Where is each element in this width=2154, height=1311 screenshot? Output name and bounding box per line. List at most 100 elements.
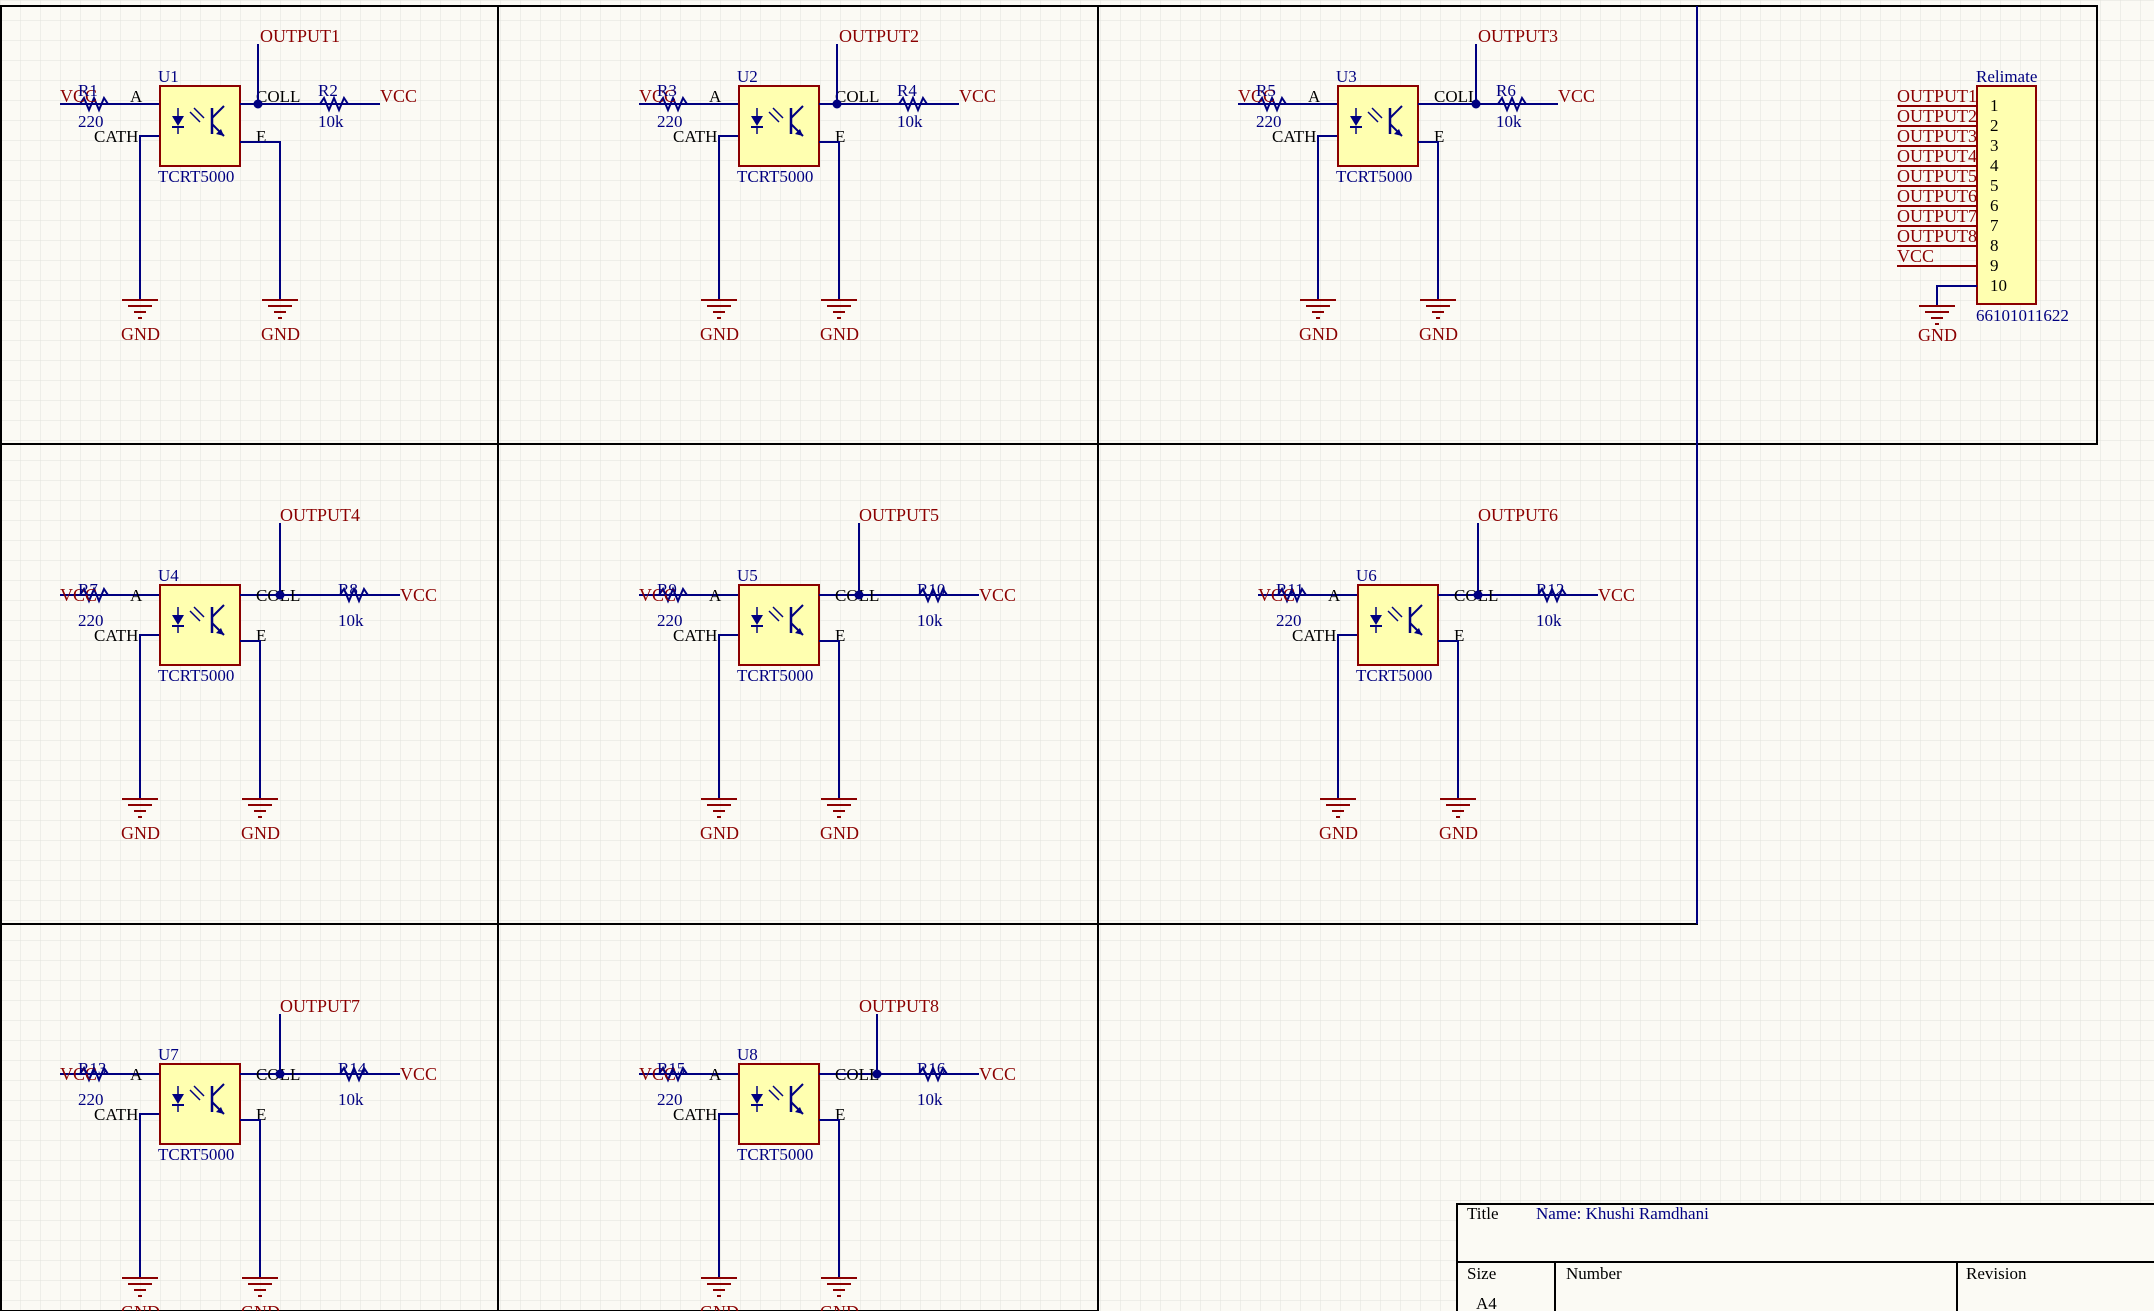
- output-resistor-ref: R12: [1536, 580, 1564, 599]
- connector-net-label: OUTPUT2: [1897, 106, 1977, 126]
- ground-symbol-left: [701, 1277, 737, 1297]
- connector-pin: 3: [1990, 136, 1999, 155]
- pin-a-label: A: [709, 87, 722, 106]
- supply-out-label: VCC: [979, 1064, 1016, 1084]
- output-resistor-ref: R8: [338, 580, 358, 599]
- connector-pin: 9: [1990, 256, 1999, 275]
- led-icon: [172, 1094, 184, 1104]
- ref-designator: U6: [1356, 566, 1377, 585]
- supply-in-label: VCC: [60, 86, 97, 106]
- gnd-label-right: GND: [241, 1302, 280, 1311]
- output-resistor-value: 10k: [1536, 611, 1562, 630]
- supply-out-label: VCC: [959, 86, 996, 106]
- pin-coll-label: COLL: [256, 87, 300, 106]
- pin-cath-label: CATH: [673, 626, 717, 645]
- output-resistor-ref: R6: [1496, 81, 1516, 100]
- pin-e-label: E: [835, 1105, 845, 1124]
- junction-dot: [275, 1069, 285, 1079]
- output-net-label: OUTPUT8: [859, 996, 939, 1016]
- ground-symbol-left: [122, 798, 158, 818]
- output-net-label: OUTPUT6: [1478, 505, 1558, 525]
- gnd-label-left: GND: [700, 1302, 739, 1311]
- output-net-label: OUTPUT7: [280, 996, 360, 1016]
- output-resistor-ref: R2: [318, 81, 338, 100]
- output-resistor-value: 10k: [897, 112, 923, 131]
- part-name: TCRT5000: [158, 1145, 234, 1164]
- output-resistor-ref: R14: [338, 1059, 367, 1078]
- ground-symbol-left: [701, 798, 737, 818]
- ground-symbol-left: [1300, 299, 1336, 319]
- output-resistor-value: 10k: [917, 611, 943, 630]
- connector-net-label: OUTPUT8: [1897, 226, 1977, 246]
- input-resistor-value: 220: [78, 611, 104, 630]
- gnd-label-right: GND: [241, 823, 280, 843]
- output-resistor-value: 10k: [338, 1090, 364, 1109]
- input-resistor-value: 220: [1256, 112, 1282, 131]
- title-value: Name: Khushi Ramdhani: [1536, 1204, 1709, 1223]
- part-name: TCRT5000: [158, 167, 234, 186]
- ground-symbol-right: [821, 1277, 857, 1297]
- title-label: Title: [1467, 1204, 1499, 1223]
- pin-cath-label: CATH: [94, 626, 138, 645]
- supply-out-label: VCC: [979, 585, 1016, 605]
- led-icon: [172, 116, 184, 126]
- connector-net-label: OUTPUT4: [1897, 146, 1977, 166]
- output-net-label: OUTPUT4: [280, 505, 360, 525]
- supply-out-label: VCC: [380, 86, 417, 106]
- part-name: TCRT5000: [737, 167, 813, 186]
- ref-designator: U1: [158, 67, 179, 86]
- ref-designator: U3: [1336, 67, 1357, 86]
- connector-net-label: VCC: [1897, 246, 1934, 266]
- input-resistor-value: 220: [1276, 611, 1302, 630]
- output-net-label: OUTPUT1: [260, 26, 340, 46]
- output-net-label: OUTPUT2: [839, 26, 919, 46]
- connector-pin: 1: [1990, 96, 1999, 115]
- gnd-label-left: GND: [700, 823, 739, 843]
- supply-in-label: VCC: [60, 1064, 97, 1084]
- part-name: TCRT5000: [737, 1145, 813, 1164]
- connector-part-number: 66101011622: [1976, 306, 2069, 325]
- pin-e-label: E: [1454, 626, 1464, 645]
- gnd-label-left: GND: [121, 823, 160, 843]
- junction-dot: [1473, 590, 1483, 600]
- input-resistor-value: 220: [78, 1090, 104, 1109]
- junction-dot: [872, 1069, 882, 1079]
- relimate-connector: Relimate 66101011622 1 2 3 4 5 6 7 8 9 1…: [1897, 67, 2069, 345]
- connector-name: Relimate: [1976, 67, 2037, 86]
- pin-cath-label: CATH: [673, 127, 717, 146]
- gnd-label-right: GND: [820, 823, 859, 843]
- ground-symbol-right: [1420, 299, 1456, 319]
- pin-e-label: E: [835, 127, 845, 146]
- connector-net-label: OUTPUT5: [1897, 166, 1977, 186]
- ref-designator: U4: [158, 566, 179, 585]
- gnd-label-left: GND: [121, 324, 160, 344]
- junction-dot: [253, 99, 263, 109]
- ground-symbol: [1919, 305, 1955, 325]
- ref-designator: U2: [737, 67, 758, 86]
- pin-a-label: A: [709, 586, 722, 605]
- gnd-label-right: GND: [820, 324, 859, 344]
- supply-in-label: VCC: [1258, 585, 1295, 605]
- supply-out-label: VCC: [400, 1064, 437, 1084]
- pin-cath-label: CATH: [94, 127, 138, 146]
- gnd-label-right: GND: [261, 324, 300, 344]
- output-resistor-value: 10k: [1496, 112, 1522, 131]
- pin-cath-label: CATH: [673, 1105, 717, 1124]
- input-resistor-value: 220: [78, 112, 104, 131]
- led-icon: [1350, 116, 1362, 126]
- ground-symbol-left: [122, 299, 158, 319]
- connector-body: [1976, 85, 2037, 305]
- gnd-label-right: GND: [1419, 324, 1458, 344]
- led-icon: [751, 1094, 763, 1104]
- input-resistor-ref: R1: [78, 81, 98, 100]
- ground-symbol-right: [1440, 798, 1476, 818]
- pin-e-label: E: [835, 626, 845, 645]
- pin-coll-label: COLL: [835, 1065, 879, 1084]
- output-resistor-ref: R16: [917, 1059, 945, 1078]
- pin-cath-label: CATH: [1292, 626, 1336, 645]
- led-icon: [1370, 615, 1382, 625]
- supply-out-label: VCC: [400, 585, 437, 605]
- sensor-block: VCC R9 220 A CATH U5 TCRT5000 COLL R10 1…: [639, 505, 1016, 843]
